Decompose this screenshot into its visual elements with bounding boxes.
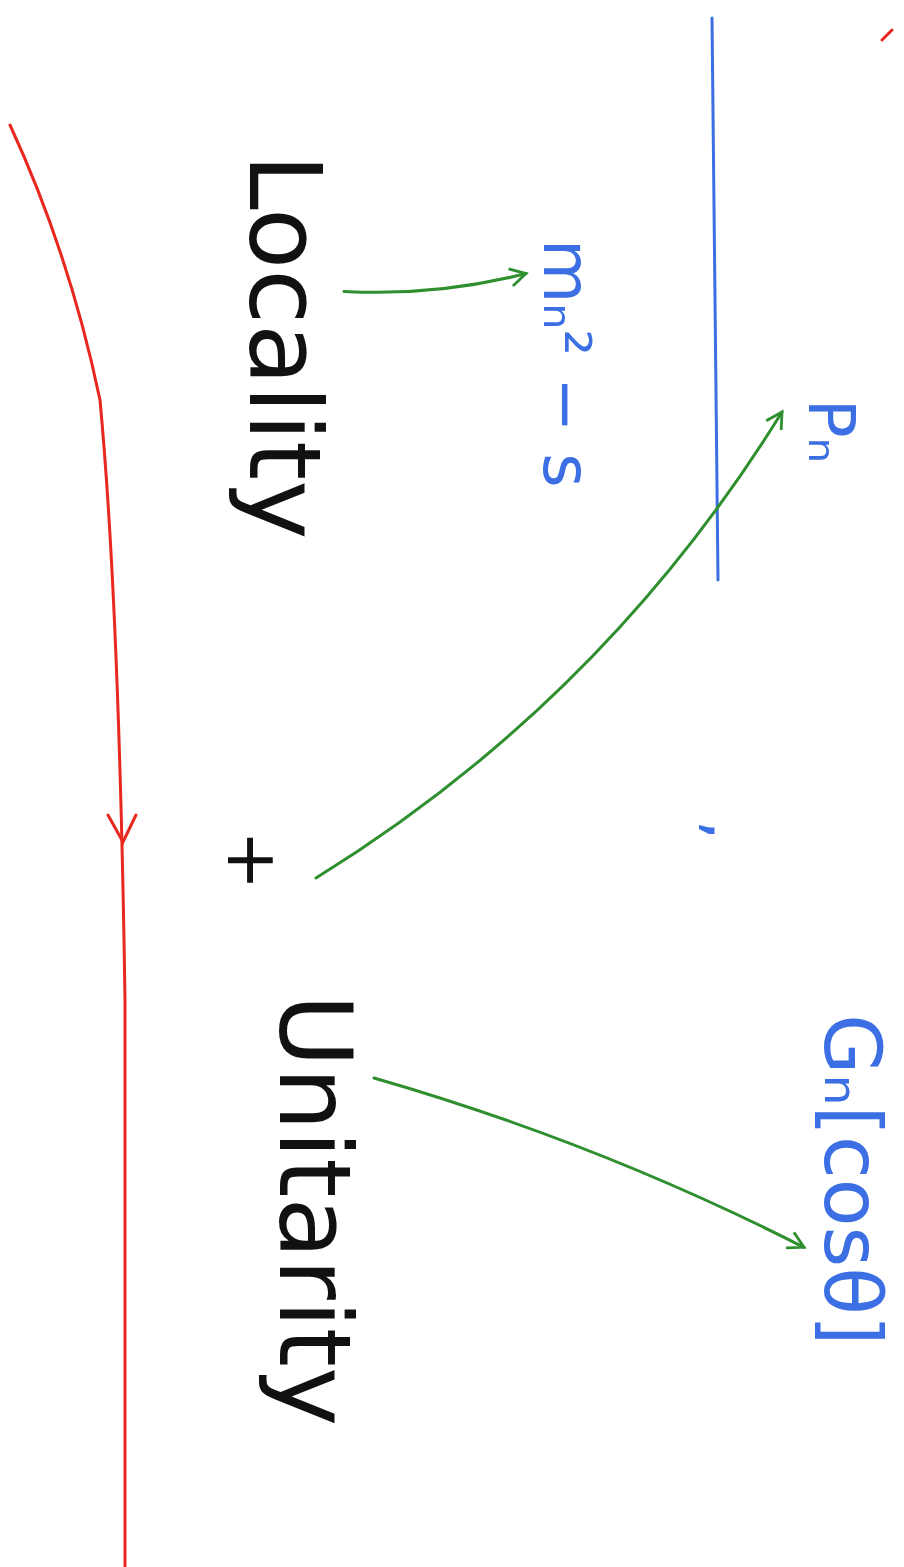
note-text: Unitarity: [257, 994, 372, 1426]
pointer-arrow: [374, 1078, 804, 1247]
corner-tick: [882, 30, 892, 40]
principle-word: Unitarity: [255, 990, 374, 1430]
note-text: Gₙ[cosθ]: [806, 1014, 896, 1345]
plus-sign: +: [211, 830, 294, 890]
gegenbauer-term: Gₙ[cosθ]: [804, 1010, 898, 1349]
comma-mark: ,: [690, 820, 764, 840]
margin-line: [10, 125, 125, 1567]
principle-word: Locality: [225, 150, 344, 543]
pointer-arrow: [344, 274, 526, 293]
fraction-bar: [712, 18, 718, 580]
note-text: mₙ² − s: [528, 239, 604, 488]
numerator-term: Pₙ: [791, 395, 869, 467]
note-text: Locality: [227, 154, 342, 539]
denominator-term: mₙ² − s: [526, 235, 606, 492]
margin-arrow-mark: [108, 815, 136, 842]
note-text: Pₙ: [793, 399, 867, 463]
